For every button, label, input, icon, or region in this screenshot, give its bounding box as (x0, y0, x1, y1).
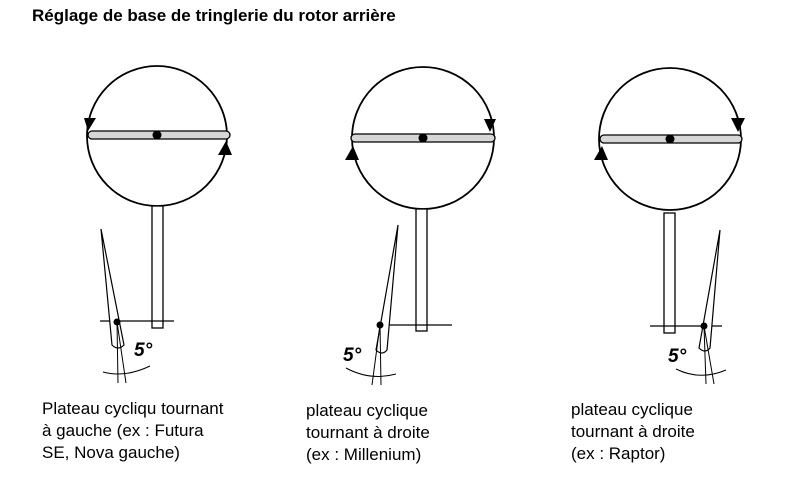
rotation-arrow-icon-3b (594, 146, 608, 160)
caption-3-line-1: plateau cyclique (571, 400, 693, 419)
ball-link-1 (113, 318, 121, 326)
pushrod-2 (415, 208, 428, 332)
angle-line-2 (371, 324, 381, 386)
pushrod-3 (663, 212, 676, 334)
angle-arc-2 (345, 367, 397, 377)
ball-link-2 (376, 321, 384, 329)
caption-1-line-1: Plateau cycliqu tournant (42, 399, 224, 418)
servo-arm-1 (100, 228, 125, 349)
ball-link-3 (700, 322, 708, 330)
angle-line-2b (379, 324, 382, 386)
diagram-title: Réglage de base de tringlerie du rotor a… (32, 6, 396, 25)
servo-arm-2 (375, 224, 399, 354)
angle-label-1: 5° (134, 340, 153, 361)
panel-3-rotor: 5° (594, 67, 745, 385)
caption-3-line-3: (ex : Raptor) (571, 444, 666, 463)
angle-arc-1 (102, 365, 151, 375)
angle-line-1 (116, 321, 127, 384)
caption-panel-2: plateau cyclique tournant à droite (ex :… (306, 400, 430, 466)
rotor-hub-3 (665, 134, 675, 144)
caption-panel-3: plateau cyclique tournant à droite (ex :… (571, 399, 695, 465)
caption-panel-1: Plateau cycliqu tournant à gauche (ex : … (42, 398, 223, 464)
caption-2-line-2: tournant à droite (306, 423, 430, 442)
caption-1-line-2: à gauche (ex : Futura (42, 421, 204, 440)
pushrod-1 (151, 205, 164, 329)
panel-2-rotor: 5° (343, 66, 496, 386)
servo-arm-3 (698, 229, 721, 352)
rotor-hub-1 (152, 130, 162, 140)
rotation-arrow-icon-2b (345, 146, 359, 160)
caption-1-line-3: SE, Nova gauche) (42, 443, 180, 462)
caption-2-line-1: plateau cyclique (306, 401, 428, 420)
angle-label-3: 5° (668, 346, 687, 367)
panel-1-rotor: 5° (84, 65, 232, 384)
rotation-arrow-icon-2a (484, 119, 496, 132)
caption-2-line-3: (ex : Millenium) (306, 445, 422, 464)
angle-label-2: 5° (343, 345, 362, 366)
rotation-arrow-icon-1b (218, 141, 232, 155)
angle-line-1b (116, 321, 119, 384)
rotation-arrow-icon-3a (731, 118, 745, 132)
angle-arc-3 (675, 368, 727, 376)
caption-3-line-2: tournant à droite (571, 422, 695, 441)
angle-line-3b (703, 325, 707, 385)
rotor-hub-2 (418, 133, 428, 143)
rotation-arrow-icon-1a (84, 118, 96, 131)
